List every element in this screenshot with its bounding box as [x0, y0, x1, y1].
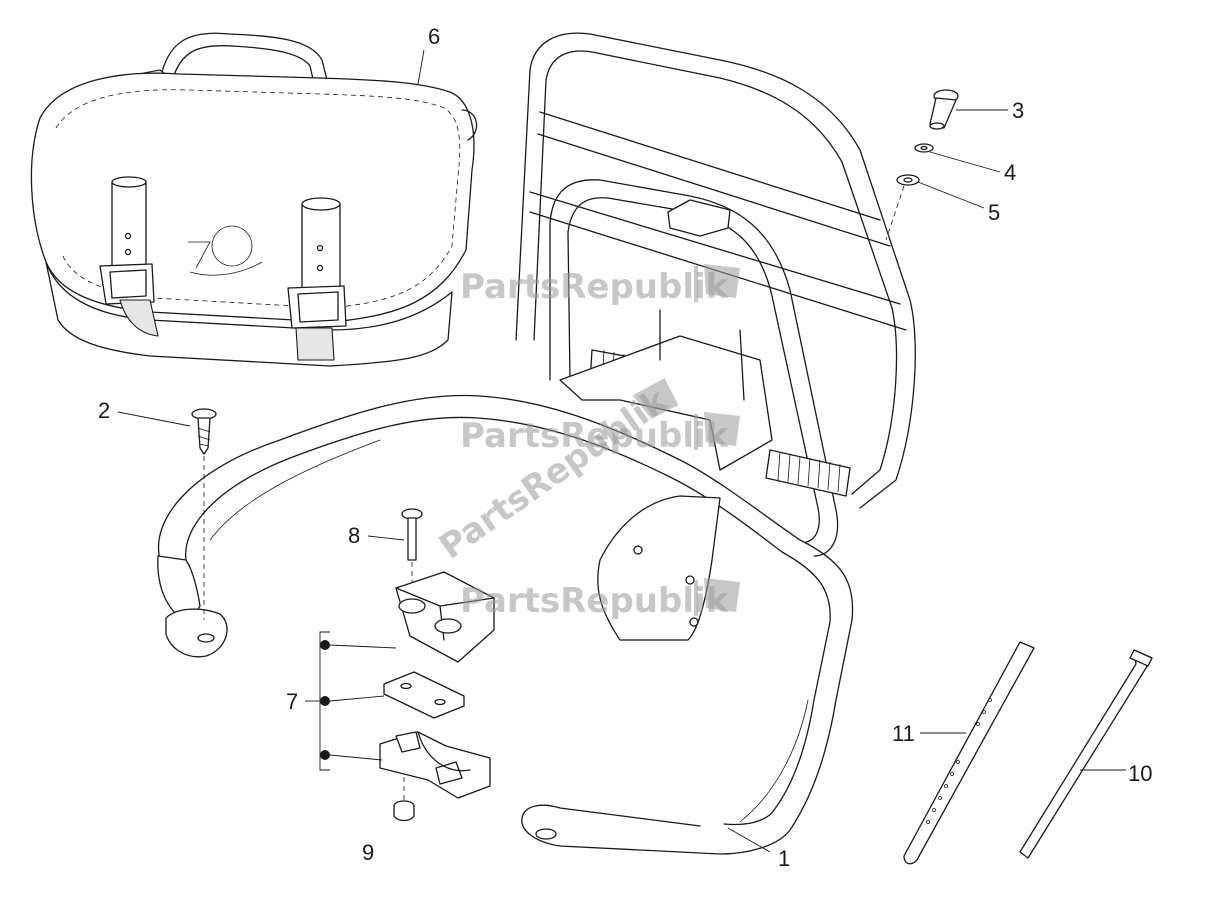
clamp-kit-part-7 — [305, 571, 495, 799]
callout-6: 6 — [428, 24, 440, 49]
watermark-1: PartsRepublik — [460, 264, 740, 307]
watermark-text: PartsRepublik — [460, 581, 730, 621]
callout-labels: 1 2 3 4 5 6 7 8 9 10 11 — [98, 24, 1152, 871]
watermark-bar-icon — [694, 414, 698, 450]
gear-flag-icon — [704, 264, 740, 298]
callout-1: 1 — [778, 846, 790, 871]
gear-flag-icon — [632, 378, 679, 419]
callout-9: 9 — [362, 840, 374, 865]
spring-right — [765, 449, 851, 497]
strap-part-11 — [903, 641, 1035, 865]
callout-10: 10 — [1128, 761, 1152, 786]
watermark-3: PartsRepublik — [460, 578, 740, 621]
callout-2: 2 — [98, 398, 110, 423]
gear-flag-icon — [704, 578, 740, 612]
watermark-text: PartsRepublik — [460, 267, 730, 307]
watermark-bar-icon — [694, 266, 698, 302]
callout-3: 3 — [1012, 98, 1024, 123]
callout-8: 8 — [348, 523, 360, 548]
saddle-bag-part — [30, 32, 478, 367]
watermark-bar-icon — [694, 580, 698, 616]
callout-11: 11 — [892, 721, 915, 746]
washer-part-5 — [896, 174, 920, 186]
washer-part-4 — [914, 143, 934, 153]
leader-lines — [117, 49, 1126, 853]
strap-part-10 — [1019, 649, 1153, 859]
callout-7: 7 — [286, 689, 298, 714]
screw-part-2 — [191, 408, 217, 620]
watermark-text: PartsRepublik — [460, 416, 730, 456]
gear-flag-icon — [704, 412, 740, 446]
bolt-part-3 — [929, 89, 959, 130]
callout-4: 4 — [1004, 160, 1016, 185]
nut-part-9 — [393, 776, 415, 822]
watermark-2: PartsRepublik — [460, 412, 740, 456]
callout-5: 5 — [988, 200, 1000, 225]
